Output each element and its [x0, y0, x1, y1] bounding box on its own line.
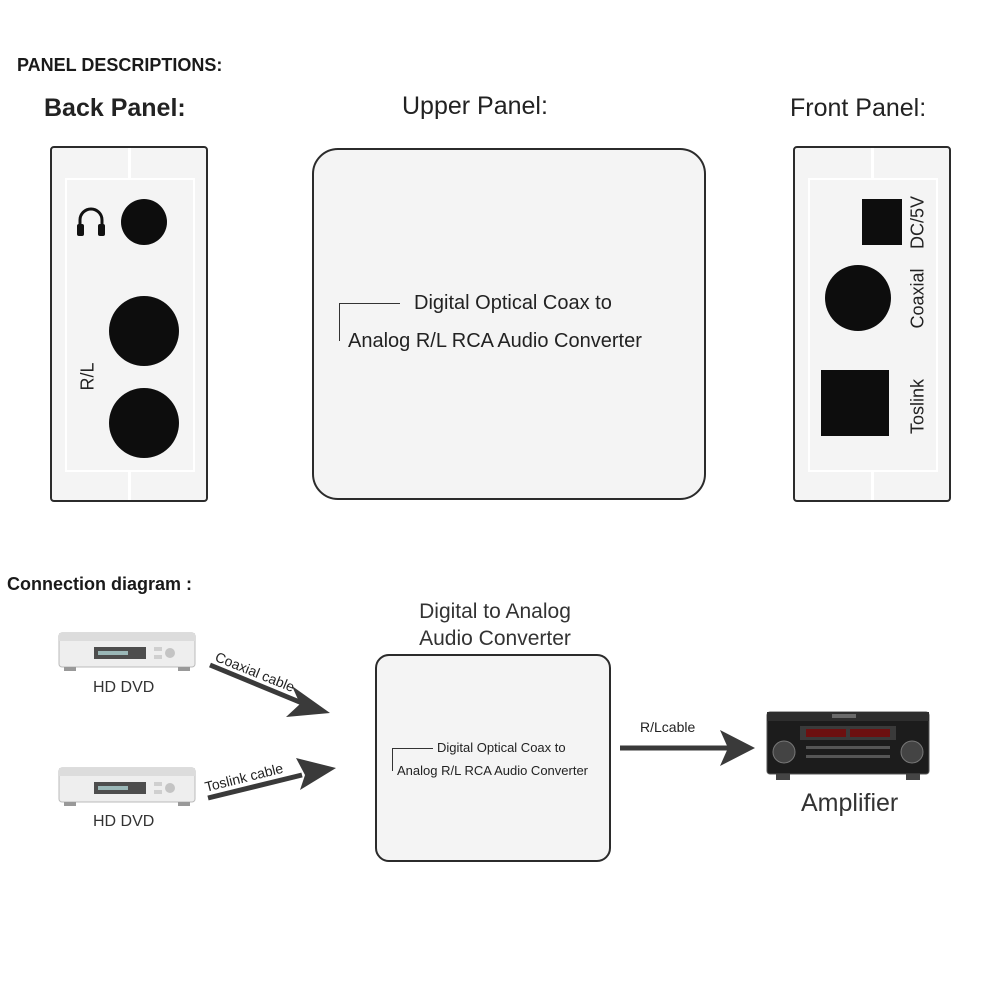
- panel-descriptions-heading: PANEL DESCRIPTIONS:: [17, 55, 223, 75]
- toslink-port: [821, 370, 889, 436]
- front-panel: DC/5V Coaxial Toslink: [793, 146, 951, 502]
- rl-cable-arrow-head: [720, 730, 755, 766]
- dc-power-port: [862, 199, 902, 245]
- connection-diagram-heading: Connection diagram :: [7, 574, 193, 594]
- front-panel-title: Front Panel:: [790, 94, 927, 122]
- coaxial-jack: [825, 265, 891, 331]
- coaxial-cable-arrow-head: [286, 686, 330, 717]
- upper-panel-line1: Digital Optical Coax to: [414, 292, 612, 314]
- amplifier-icon: [766, 711, 930, 780]
- converter-title-line2: Audio Converter: [419, 627, 571, 650]
- back-panel-title: Back Panel:: [44, 94, 186, 122]
- back-panel-seam-bottom: [128, 470, 131, 500]
- back-panel: R/L: [50, 146, 208, 502]
- amplifier-label: Amplifier: [801, 789, 899, 817]
- front-panel-seam-bottom: [871, 470, 874, 500]
- hd-dvd-player-icon: [58, 767, 196, 806]
- hd-dvd-label-top: HD DVD: [93, 679, 155, 696]
- upper-panel-title: Upper Panel:: [402, 92, 548, 120]
- rca-jack-left: [109, 388, 179, 458]
- converter-line1: Digital Optical Coax to: [437, 740, 566, 755]
- rl-cable-label: R/Lcable: [640, 719, 696, 735]
- converter-box: Digital Optical Coax to Analog R/L RCA A…: [375, 654, 611, 862]
- front-panel-seam-top: [871, 148, 874, 178]
- toslink-cable-arrow-head: [296, 758, 336, 790]
- headphone-jack: [121, 199, 167, 245]
- converter-bracket: [392, 748, 433, 771]
- upper-panel-line2: Analog R/L RCA Audio Converter: [348, 330, 642, 352]
- upper-panel: Digital Optical Coax to Analog R/L RCA A…: [312, 148, 706, 500]
- rca-jack-right: [109, 296, 179, 366]
- toslink-cable-arrow-line: [207, 772, 303, 801]
- upper-panel-bracket: [339, 303, 400, 341]
- back-panel-seam-top: [128, 148, 131, 178]
- coaxial-cable-arrow-line: [209, 662, 303, 706]
- converter-title-line1: Digital to Analog: [419, 600, 571, 623]
- hd-dvd-label-bottom: HD DVD: [93, 813, 155, 830]
- hd-dvd-player-icon: [58, 632, 196, 671]
- headphone-icon: [77, 207, 105, 236]
- converter-line2: Analog R/L RCA Audio Converter: [397, 763, 589, 778]
